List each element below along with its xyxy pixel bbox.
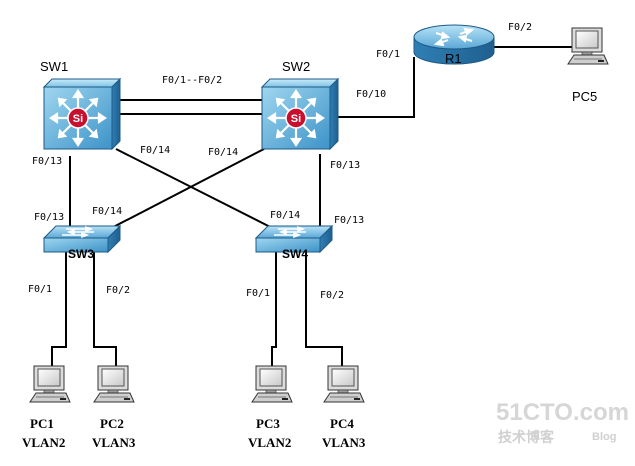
label-pc1-vlan: VLAN2 [22,435,65,450]
switch-sw1[interactable] [42,77,122,151]
port-label-sw2-r1: F0/10 [356,89,386,100]
pc-pc4[interactable] [323,365,365,403]
link-sw2-sw3 [95,148,265,237]
label-sw2: SW2 [282,59,310,74]
port-label-sw4-sw1: F0/14 [270,210,300,221]
port-label-r1-sw2: F0/1 [376,49,400,60]
label-sw1: SW1 [40,59,68,74]
link-sw3-pc2 [93,252,117,367]
link-sw2-r1 [338,57,415,118]
pc-pc5[interactable] [567,27,609,65]
label-pc2: PC2 [100,416,124,431]
label-pc3-vlan: VLAN2 [248,435,291,450]
port-label-sw2-sw4: F0/13 [330,160,360,171]
label-pc1: PC1 [30,416,54,431]
port-label-r1-pc5: F0/2 [508,22,532,33]
pc-pc1[interactable] [29,365,71,403]
link-sw4-pc4 [305,252,343,367]
label-pc3: PC3 [256,416,280,431]
watermark: 51CTO.com 技术博客 Blog [496,399,629,446]
label-pc4-vlan: VLAN3 [322,435,366,450]
pc-pc2[interactable] [93,365,135,403]
port-label-sw1-sw2: F0/1--F0/2 [162,75,222,86]
port-label-sw1-sw4: F0/14 [140,145,170,156]
label-sw4: SW4 [282,247,308,261]
port-label-sw3-sw1: F0/13 [34,212,64,223]
port-label-sw4-pc4: F0/2 [320,290,344,301]
link-sw3-pc1 [51,252,67,367]
port-label-sw3-pc1: F0/1 [28,284,52,295]
label-pc5: PC5 [572,89,597,104]
label-pc4: PC4 [330,416,354,431]
port-label-sw3-pc2: F0/2 [106,285,130,296]
link-sw4-pc3 [271,252,277,367]
links [51,46,572,367]
label-r1: R1 [445,51,462,66]
switch-sw2[interactable] [260,77,340,151]
port-label-sw4-sw2: F0/13 [334,215,364,226]
watermark-site: 51CTO.com [496,399,629,426]
label-sw3: SW3 [68,247,94,261]
label-pc2-vlan: VLAN3 [92,435,136,450]
port-label-sw3-sw2: F0/14 [92,206,122,217]
port-label-sw1-sw3: F0/13 [32,156,62,167]
router-r1[interactable] [413,24,495,65]
watermark-cn: 技术博客 [498,429,555,446]
port-label-sw4-pc3: F0/1 [246,288,270,299]
watermark-blog: Blog [592,431,616,443]
port-label-sw2-sw3: F0/14 [208,147,238,158]
pc-pc3[interactable] [251,365,293,403]
link-sw1-sw4 [115,148,289,237]
